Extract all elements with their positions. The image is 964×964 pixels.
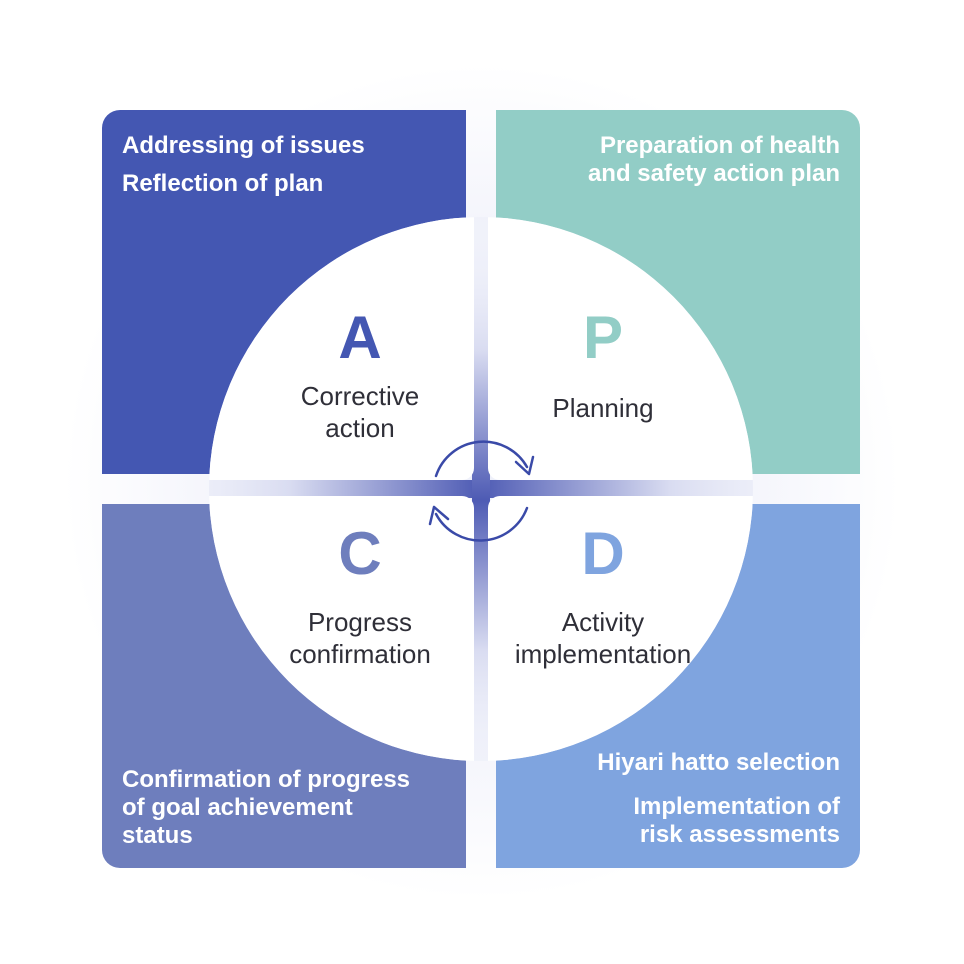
label-do-line-2: implementation xyxy=(514,639,692,669)
cycle-arrow-top xyxy=(434,440,529,478)
letter-p: P xyxy=(582,304,624,371)
plan-note-1: Preparation of health xyxy=(599,132,840,159)
check-note-1: Confirmation of progress xyxy=(122,766,411,793)
do-note-3: risk assessments xyxy=(639,821,840,848)
label-do-line-1: Activity xyxy=(561,607,645,637)
letter-a: A xyxy=(338,304,382,371)
cycle-arrow-bottom xyxy=(434,506,529,542)
label-act-line-1: Corrective xyxy=(300,381,420,411)
act-note-1: Addressing of issues xyxy=(122,132,365,159)
label-act: Corrective action xyxy=(240,380,480,444)
letter-d: D xyxy=(581,520,625,587)
label-check-line-2: confirmation xyxy=(289,639,431,669)
act-note-2: Reflection of plan xyxy=(122,170,324,197)
label-plan: Planning xyxy=(483,392,723,424)
label-act-line-2: action xyxy=(325,413,395,443)
label-check-line-1: Progress xyxy=(307,607,413,637)
letter-c: C xyxy=(338,520,382,587)
label-plan-line-1: Planning xyxy=(552,393,654,423)
label-do: Activity implementation xyxy=(483,606,723,670)
do-note-2: Implementation of xyxy=(633,793,840,820)
cycle-arrow-top-head xyxy=(514,455,535,476)
plan-note-2: and safety action plan xyxy=(587,160,840,187)
check-note-2: of goal achievement xyxy=(122,794,353,821)
cycle-arrow-bottom-head xyxy=(428,505,450,526)
label-check: Progress confirmation xyxy=(240,606,480,670)
check-note-3: status xyxy=(122,822,193,849)
do-note-1: Hiyari hatto selection xyxy=(597,749,840,776)
